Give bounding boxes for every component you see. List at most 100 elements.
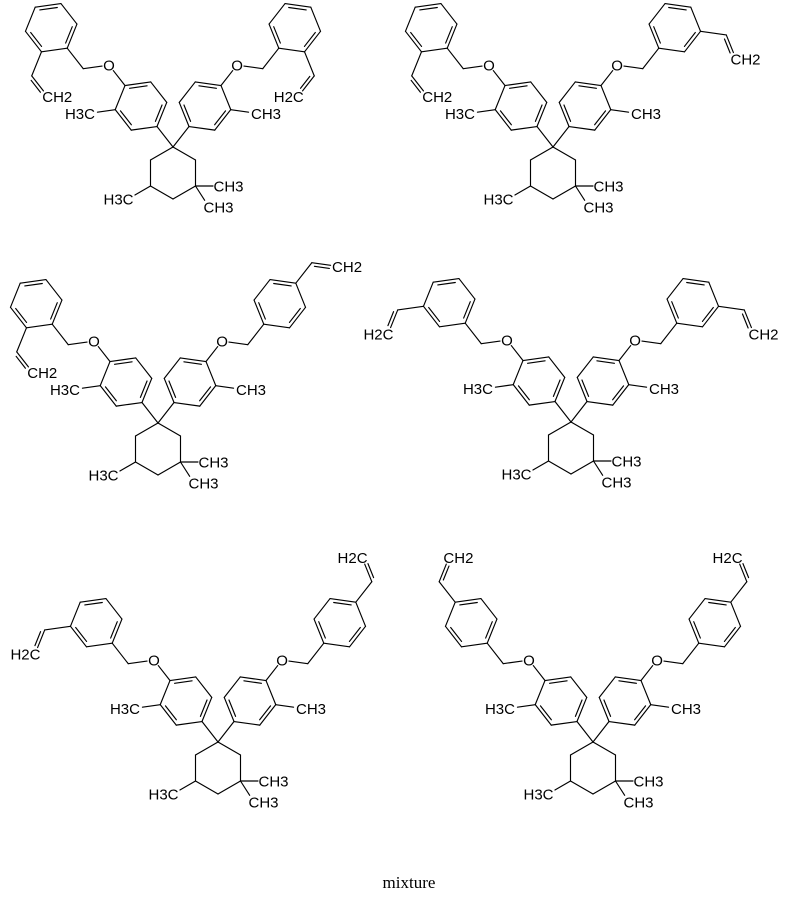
- atom-label-methyl-left: H3C: [88, 468, 118, 485]
- bond: [594, 109, 612, 131]
- aromatic-double-bond: [578, 85, 598, 89]
- bond: [494, 109, 512, 131]
- aromatic-double-bond: [594, 110, 607, 126]
- aromatic-double-bond: [30, 31, 43, 48]
- bond: [141, 377, 153, 404]
- aromatic-double-bond: [198, 85, 218, 89]
- bond: [676, 322, 704, 328]
- bond: [127, 660, 148, 665]
- bond: [16, 351, 30, 368]
- bond: [111, 642, 129, 665]
- bond: [34, 3, 62, 8]
- bond: [464, 298, 476, 324]
- bond: [157, 401, 175, 424]
- bond: [494, 384, 514, 388]
- bond: [37, 629, 46, 649]
- bond: [268, 3, 286, 25]
- bond: [205, 345, 219, 363]
- bond: [40, 47, 68, 53]
- bond: [157, 461, 182, 476]
- benzyl-ring: [69, 598, 123, 648]
- vinyl-double-bond: [741, 313, 749, 329]
- atom-label-oxygen: O: [483, 58, 495, 75]
- bond: [19, 279, 47, 284]
- bond: [683, 30, 702, 53]
- aromatic-double-bond: [199, 386, 212, 402]
- bond: [494, 84, 506, 111]
- bond: [25, 323, 53, 329]
- bond: [708, 281, 720, 307]
- bond: [444, 625, 463, 648]
- bond: [690, 6, 702, 32]
- bond: [536, 101, 548, 128]
- bond: [323, 642, 351, 648]
- atom-label-methyl-left: H3C: [110, 701, 140, 718]
- bond: [195, 676, 213, 698]
- atom-label-oxygen: O: [523, 653, 535, 670]
- bond: [576, 376, 588, 403]
- bond: [295, 262, 313, 284]
- atom-label-vinyl-right: CH2: [749, 327, 779, 344]
- bond: [698, 642, 726, 648]
- bond: [172, 125, 190, 148]
- bond: [432, 278, 460, 283]
- aryl-ring: [99, 357, 153, 407]
- aromatic-double-bond: [173, 680, 193, 684]
- bond: [24, 6, 36, 32]
- bond: [598, 696, 610, 723]
- bond: [574, 185, 586, 201]
- aromatic-double-bond: [288, 307, 301, 324]
- aromatic-double-bond: [183, 361, 203, 365]
- aromatic-double-bond: [683, 31, 696, 48]
- bond: [414, 3, 442, 8]
- atom-label-methyl-left: H3C: [523, 787, 553, 804]
- bond: [220, 69, 234, 87]
- aromatic-double-bond: [273, 26, 281, 44]
- bond: [215, 385, 235, 389]
- atom-label-methyl-left: H3C: [65, 106, 95, 123]
- aryl-ring: [178, 81, 232, 131]
- atom-label-methyl-left: H3C: [445, 106, 475, 123]
- bond: [600, 84, 612, 111]
- bond: [268, 23, 280, 49]
- atom-label-methyl-right: CH3: [631, 106, 661, 123]
- bond: [262, 47, 280, 70]
- bond: [422, 281, 434, 307]
- bond: [223, 696, 235, 723]
- bond: [265, 664, 279, 682]
- benzyl-ring: [688, 598, 742, 648]
- bond: [109, 357, 137, 363]
- bond: [552, 185, 577, 200]
- bond: [586, 400, 614, 406]
- bond: [552, 125, 570, 148]
- aromatic-double-bond: [517, 385, 530, 401]
- bond: [570, 400, 588, 423]
- bond: [404, 6, 416, 32]
- bond: [558, 81, 576, 103]
- bond: [149, 185, 174, 200]
- bond: [31, 51, 43, 77]
- bond: [85, 642, 113, 648]
- bond: [253, 279, 271, 301]
- bond: [612, 384, 630, 406]
- atom-label-vinyl-right: CH2: [443, 550, 473, 567]
- bond: [112, 69, 126, 87]
- atom-label-methyl-right: CH3: [634, 774, 664, 791]
- vinyl-group: CH2: [15, 327, 57, 382]
- bond: [618, 344, 632, 362]
- bond: [172, 185, 197, 200]
- vinyl-group: H2C: [363, 305, 425, 344]
- bond: [243, 65, 264, 70]
- atom-label-oxygen: O: [103, 58, 115, 75]
- bond: [31, 75, 45, 92]
- bond: [159, 704, 177, 726]
- bond: [150, 81, 168, 103]
- aromatic-double-bond: [273, 282, 292, 287]
- atom-label-vinyl-right: CH2: [332, 259, 362, 276]
- bond: [600, 69, 614, 87]
- atom-label-methyl-right: CH3: [249, 795, 279, 812]
